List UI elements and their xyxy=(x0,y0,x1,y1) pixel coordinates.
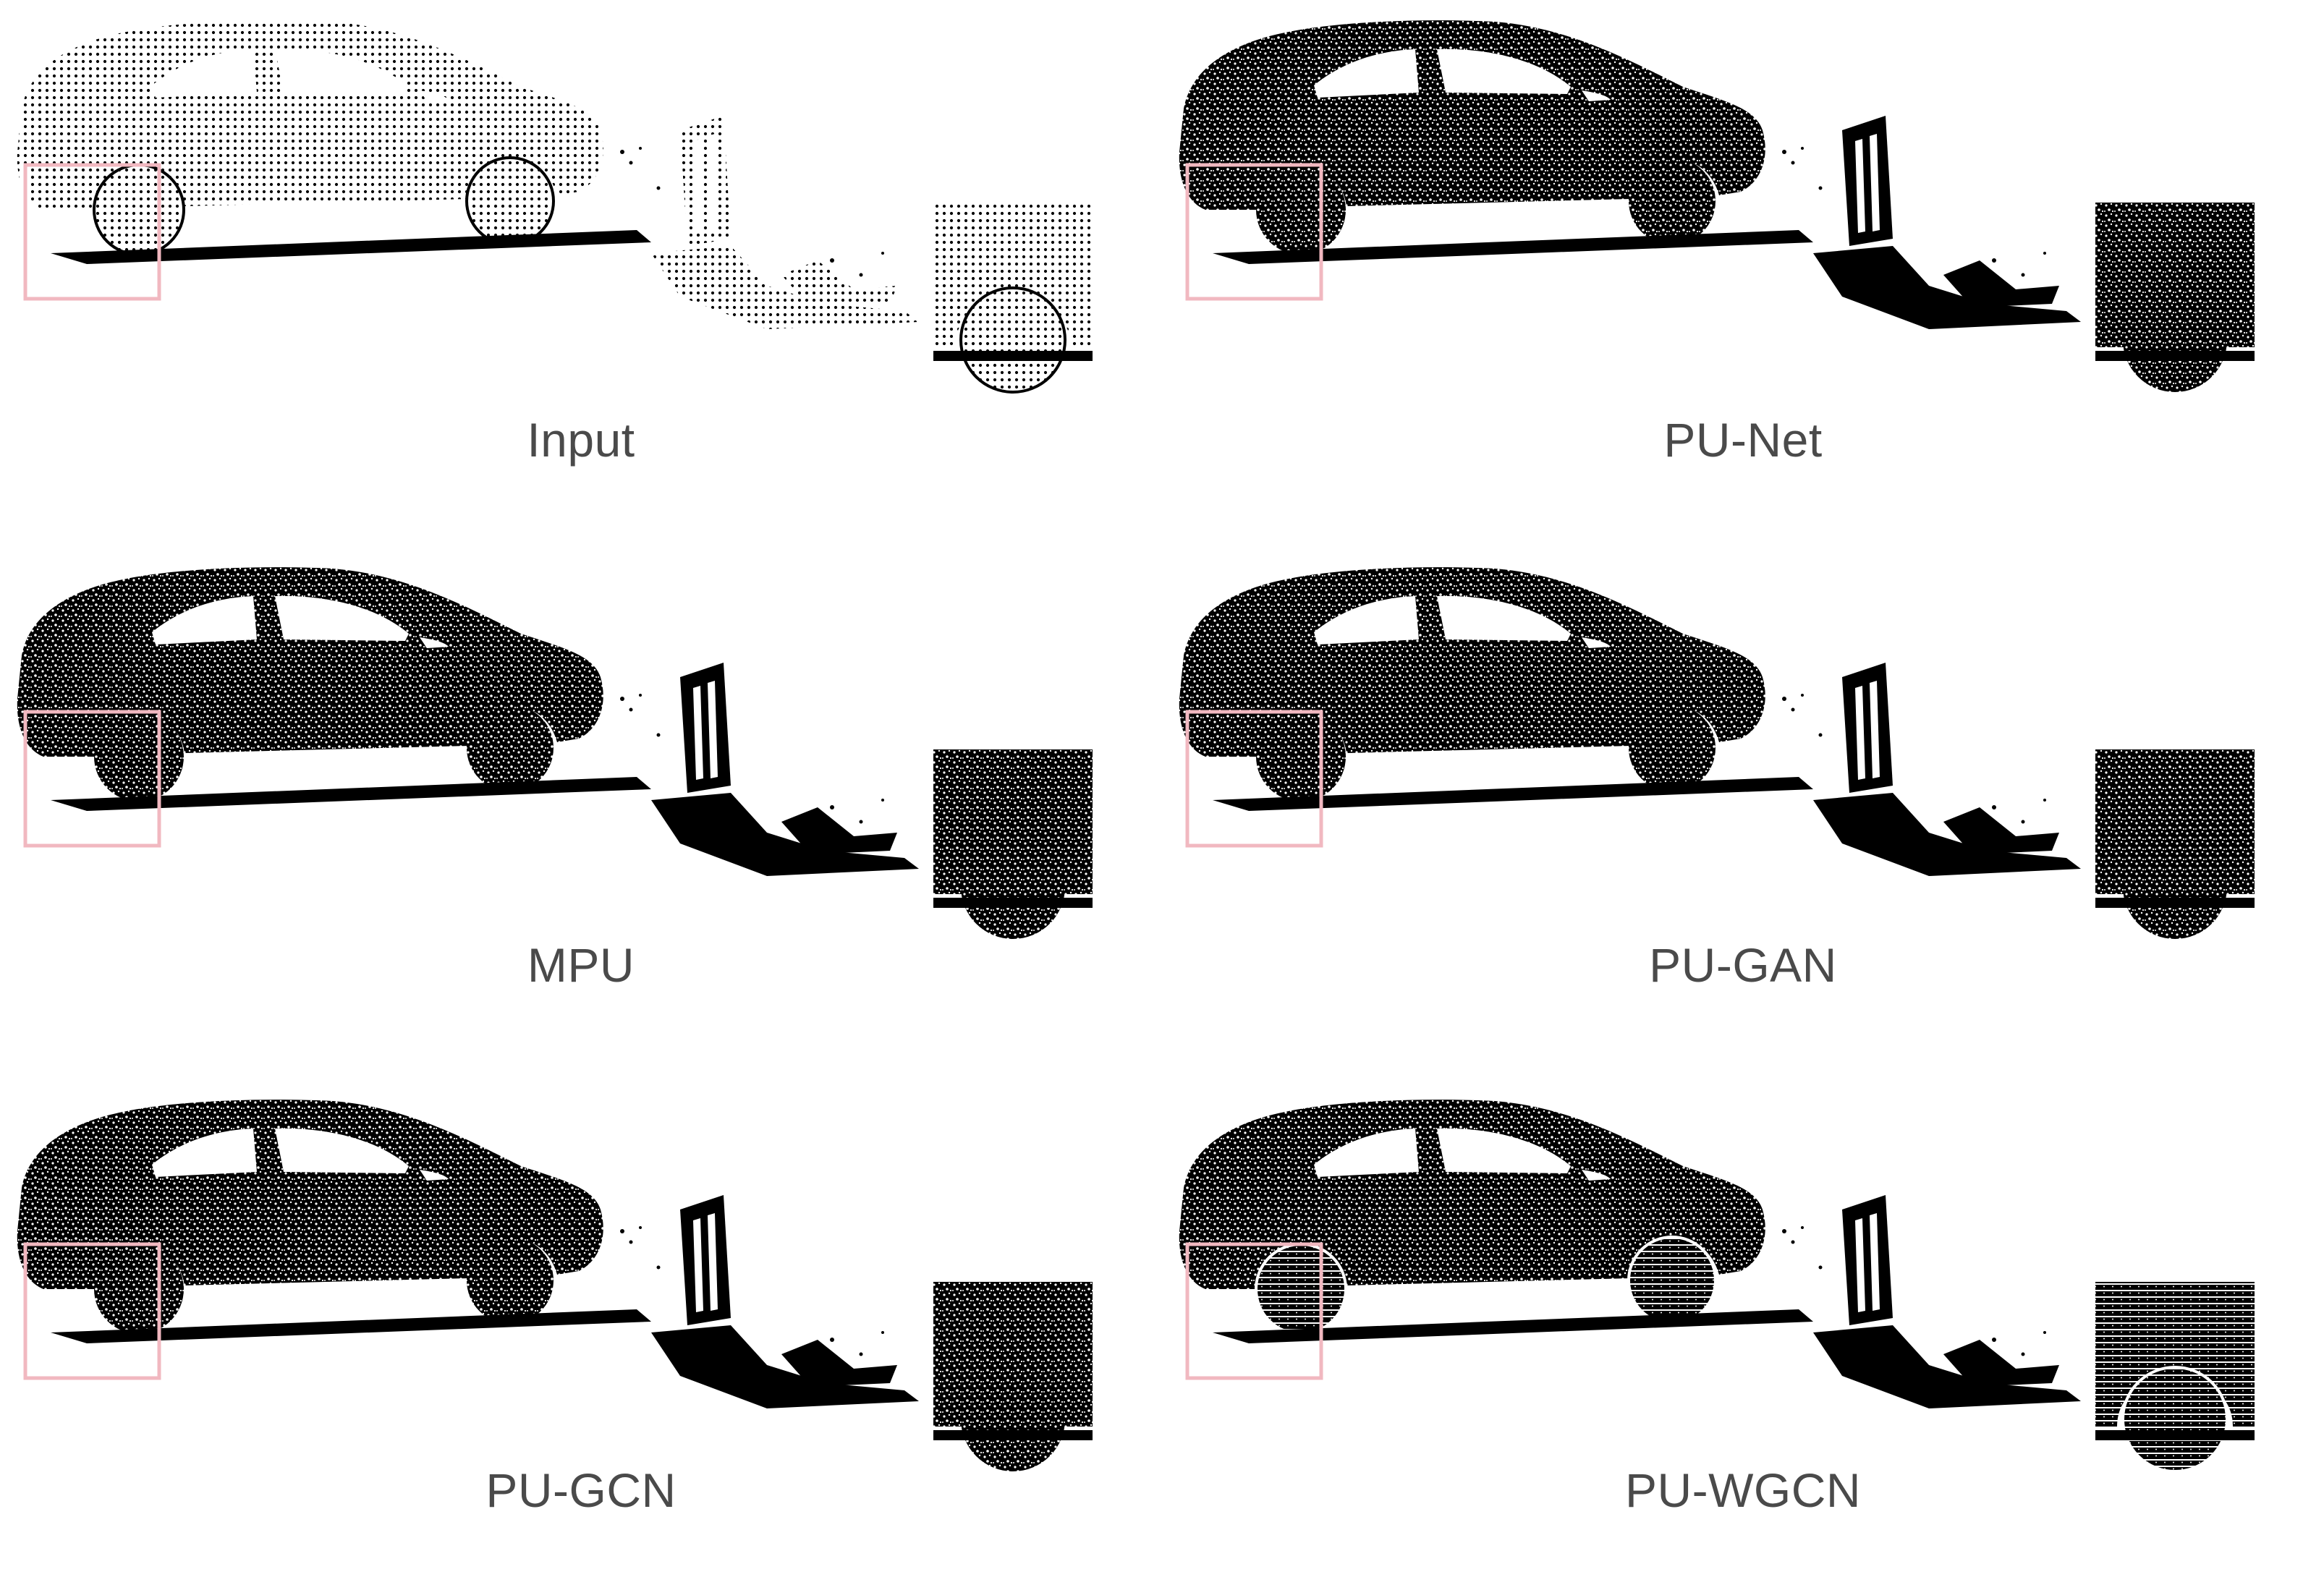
point-cloud-render xyxy=(17,1100,1093,1471)
panel-caption: PU-WGCN xyxy=(1624,1463,1862,1517)
panel-caption: PU-GCN xyxy=(485,1463,677,1517)
point-cloud-render xyxy=(17,20,1093,394)
panel-caption: MPU xyxy=(527,938,635,992)
figure-panel-input: Input xyxy=(0,0,1162,525)
figure-panel-pu-wgcn: PU-WGCN xyxy=(1162,1050,2324,1576)
car-point-cloud xyxy=(1179,20,2081,329)
panel-caption: PU-Net xyxy=(1663,413,1823,467)
figure-panel-mpu: MPU xyxy=(0,525,1162,1050)
zoom-inset xyxy=(2095,203,2255,392)
figure-panel-pu-gan: PU-GAN xyxy=(1162,525,2324,1050)
zoom-inset xyxy=(933,749,1093,939)
point-cloud-render xyxy=(1179,1100,2255,1473)
car-point-cloud xyxy=(17,20,919,329)
car-point-cloud xyxy=(1179,567,2081,876)
zoom-inset xyxy=(933,1282,1093,1471)
figure-panel-pu-gcn: PU-GCN xyxy=(0,1050,1162,1576)
point-cloud-render xyxy=(1179,20,2255,392)
panel-caption: PU-GAN xyxy=(1649,938,1837,992)
point-cloud-render xyxy=(1179,567,2255,939)
car-point-cloud xyxy=(1179,1100,2081,1408)
figure-panel-pu-net: PU-Net xyxy=(1162,0,2324,525)
car-point-cloud xyxy=(17,567,919,876)
panel-caption: Input xyxy=(527,413,635,467)
zoom-inset xyxy=(2095,749,2255,939)
car-point-cloud xyxy=(17,1100,919,1408)
point-cloud-render xyxy=(17,567,1093,939)
zoom-inset xyxy=(2095,1282,2255,1473)
zoom-inset xyxy=(933,203,1093,394)
